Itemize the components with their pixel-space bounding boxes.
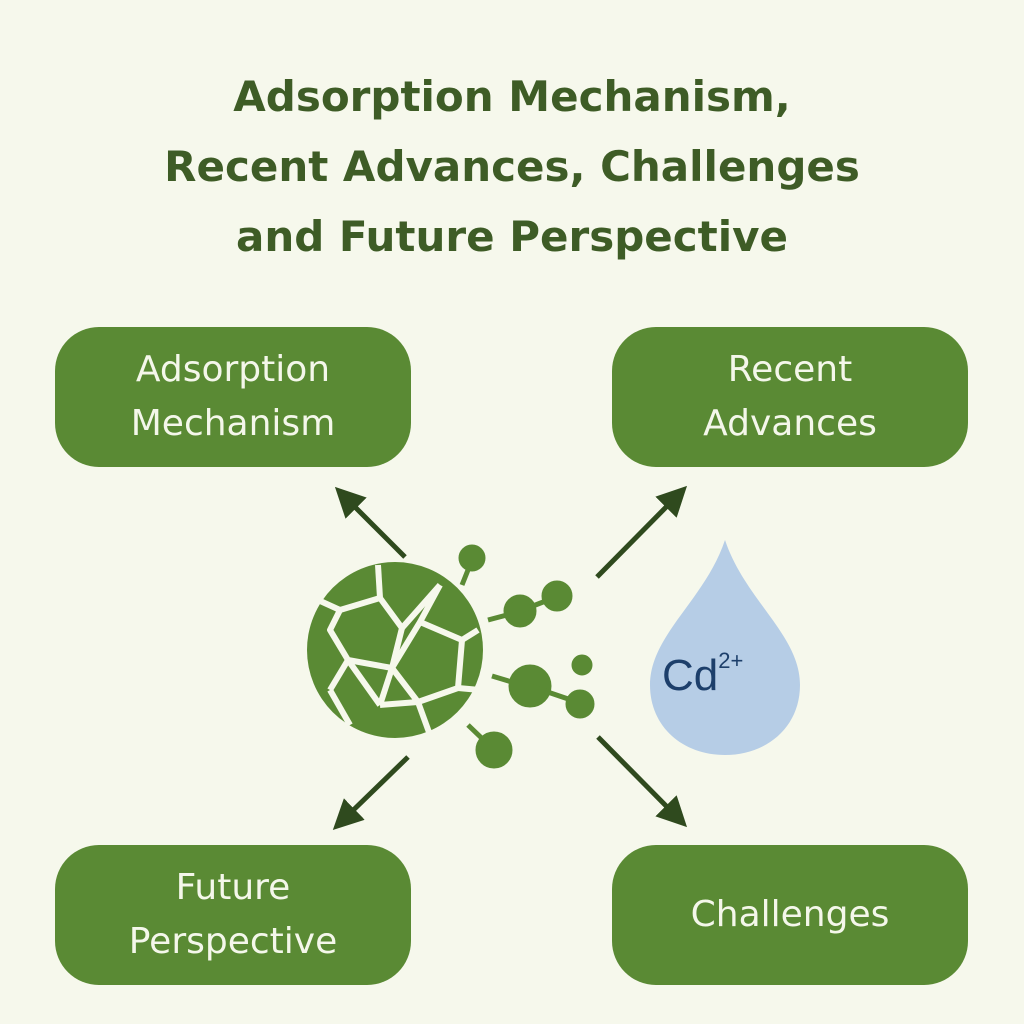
arrow-to-advances [595, 485, 688, 579]
title-line-3: and Future Perspective [236, 212, 788, 261]
box-label-line-2: Advances [703, 403, 877, 444]
adsorbent-sphere-icon [307, 562, 483, 738]
arrow-to-adsorption [334, 486, 407, 559]
box-label-line-1: Recent [727, 349, 853, 390]
future-perspective-box: Future Perspective [55, 845, 411, 985]
functional-groups-icon [458, 544, 595, 769]
cadmium-ion-label: Cd2+ [662, 648, 743, 701]
arrow-to-future [332, 755, 410, 830]
box-label-line-2: Mechanism [130, 403, 336, 444]
adsorption-mechanism-box: Adsorption Mechanism [55, 327, 411, 467]
title-line-2: Recent Advances, Challenges [164, 142, 860, 191]
diagram-title: Adsorption Mechanism, Recent Advances, C… [0, 62, 1024, 272]
title-line-1: Adsorption Mechanism, [233, 72, 791, 121]
ion-charge: 2+ [718, 648, 744, 673]
box-label-line-1: Future [175, 867, 291, 908]
challenges-box: Challenges [612, 845, 968, 985]
ion-symbol: Cd [662, 651, 719, 700]
water-droplet-icon [650, 540, 800, 755]
arrow-to-challenges [596, 735, 688, 828]
box-label-line-1: Adsorption [135, 349, 331, 390]
box-label-line-2: Perspective [128, 921, 338, 962]
recent-advances-box: Recent Advances [612, 327, 968, 467]
box-label-line-1: Challenges [690, 894, 890, 935]
